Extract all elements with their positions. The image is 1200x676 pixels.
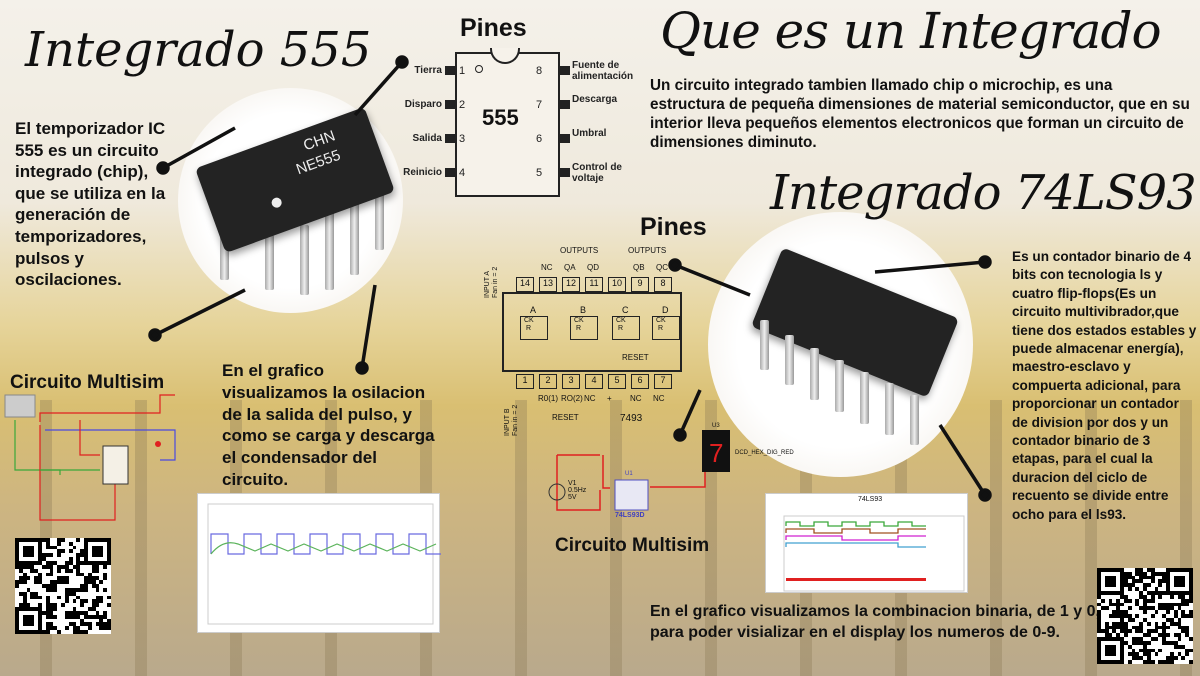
- signal-trace: [785, 542, 926, 548]
- pin-label: RO(2): [561, 394, 583, 403]
- outputs-label: OUTPUTS: [560, 246, 599, 255]
- pin-label: Control de voltaje: [572, 162, 622, 184]
- pin-box: 13: [539, 277, 557, 292]
- pin-box: 14: [516, 277, 534, 292]
- pins-555-title: Pines: [460, 14, 527, 42]
- outputs-label: OUTPUTS: [628, 246, 667, 255]
- pin-label: Disparo: [404, 99, 442, 110]
- pin-label: NC: [541, 263, 553, 272]
- pin-label: QB: [633, 263, 645, 272]
- qr-code[interactable]: [1097, 568, 1193, 664]
- flipflop-label: C: [622, 305, 629, 315]
- qr-code[interactable]: [15, 538, 111, 634]
- graph-555: [197, 493, 441, 633]
- pin-box: 11: [585, 277, 603, 292]
- pin-number: 8: [536, 65, 543, 77]
- multisim-title-74ls93: Circuito Multisim: [555, 535, 710, 556]
- pin-label: +: [607, 394, 612, 403]
- graph-74ls93: 74LS93: [765, 493, 968, 593]
- capacitor-wave: [210, 542, 437, 555]
- flipflop-label: A: [530, 305, 537, 315]
- signal-trace: [785, 528, 926, 534]
- signal-trace: [786, 578, 926, 581]
- pin-box: 10: [608, 277, 626, 292]
- pin-box: 12: [562, 277, 580, 292]
- square-wave: [210, 533, 441, 555]
- pin-label: Umbral: [572, 128, 607, 139]
- pin-label: QD: [587, 263, 599, 272]
- pin-box: 2: [539, 374, 557, 389]
- graph-text-555-block: En el grafico visualizamos la osilacion …: [222, 360, 447, 491]
- pin-label: QA: [564, 263, 576, 272]
- pin-label: Salida: [412, 133, 442, 144]
- pin-label: Tierra: [414, 65, 442, 76]
- display-part-label: DCD_HEX_DIG_RED: [735, 450, 794, 456]
- pin-number: 5: [536, 167, 543, 179]
- pin-label: NC: [653, 394, 665, 403]
- pin-label: NC: [630, 394, 642, 403]
- intro-text: Un circuito integrado tambien llamado ch…: [650, 77, 1190, 151]
- pin-box: 3: [562, 374, 580, 389]
- flipflop-label: B: [580, 305, 587, 315]
- display-label: U3: [712, 423, 720, 429]
- pin-number: 2: [459, 99, 466, 111]
- pin-number: 4: [459, 167, 466, 179]
- reset-label: RESET: [552, 413, 579, 422]
- pin-box: 8: [654, 277, 672, 292]
- signal-trace: [785, 521, 926, 527]
- graph-text-555: En el grafico visualizamos la osilacion …: [222, 361, 435, 489]
- description-74ls93: Es un contador binario de 4 bits con tec…: [1012, 249, 1197, 522]
- description-555: El temporizador IC 555 es un circuito in…: [15, 119, 166, 290]
- pin-label: Descarga: [572, 94, 618, 105]
- graph-title: 74LS93: [858, 496, 883, 503]
- multisim-title-555: Circuito Multisim: [10, 372, 165, 393]
- pin-number: 3: [459, 133, 466, 145]
- pin-number: 6: [536, 133, 543, 145]
- pin-label: R0(1): [538, 394, 559, 403]
- pin-number: 7: [536, 99, 543, 111]
- display-digit: 7: [709, 438, 723, 468]
- pin-box: 1: [516, 374, 534, 389]
- graph-text-74ls93: En el grafico visualizamos la combinacio…: [650, 603, 1100, 641]
- signal-trace: [785, 535, 926, 541]
- pin-box: 7: [654, 374, 672, 389]
- pin-box: 9: [631, 277, 649, 292]
- pin-box: 6: [631, 374, 649, 389]
- flipflop-label: D: [662, 305, 669, 315]
- chip-label: 555: [482, 105, 519, 130]
- ic-label: U1: [625, 471, 633, 477]
- pin-box: 4: [585, 374, 603, 389]
- pins-74ls93-title: Pines: [640, 213, 707, 241]
- title-555: Integrado 555: [25, 22, 372, 78]
- pin-label: Reinicio: [403, 167, 442, 178]
- pin-label: NC: [584, 394, 596, 403]
- part-label: 7493: [620, 413, 643, 424]
- title-que-es: Que es un Integrado: [660, 2, 1162, 60]
- ic-part-label: 74LS93D: [615, 512, 645, 519]
- title-74ls93: Integrado 74LS93: [770, 165, 1197, 221]
- pin-label: QC: [656, 263, 668, 272]
- reset-label: RESET: [622, 353, 649, 362]
- pin-number: 1: [459, 65, 466, 77]
- pin-label: Fuente de alimentación: [572, 60, 634, 82]
- pin-box: 5: [608, 374, 626, 389]
